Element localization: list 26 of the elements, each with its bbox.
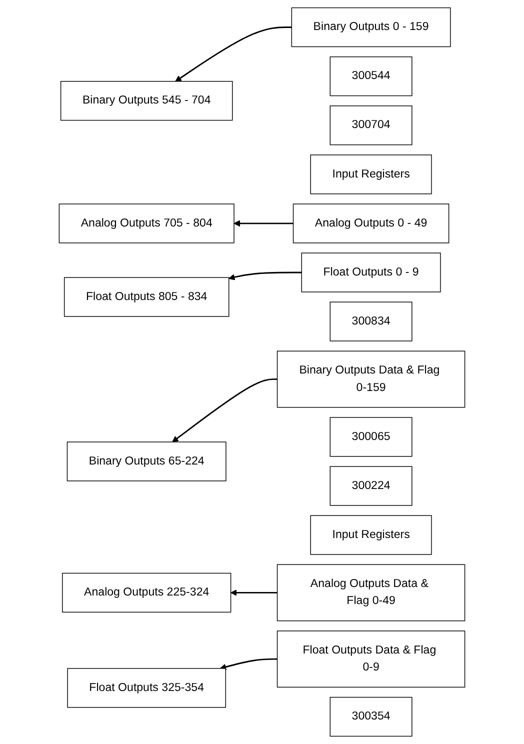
node-box: Analog Outputs 225-324 bbox=[62, 572, 232, 613]
node-box: 300354 bbox=[330, 696, 412, 737]
node-box: 300704 bbox=[330, 106, 412, 146]
node-box: Input Registers bbox=[310, 154, 432, 194]
node-box: Float Outputs 325-354 bbox=[67, 668, 226, 708]
node-box: Float Outputs 0 - 9 bbox=[301, 252, 441, 292]
node-box: 300834 bbox=[330, 302, 412, 342]
node-box: 300224 bbox=[330, 466, 412, 506]
node-box: Analog Outputs 0 - 49 bbox=[292, 204, 450, 244]
node-box: Binary Outputs 0 - 159 bbox=[291, 7, 451, 48]
node-box: Binary Outputs 65-224 bbox=[66, 442, 226, 482]
arrow bbox=[228, 272, 302, 280]
arrow bbox=[220, 658, 278, 670]
arrow bbox=[234, 220, 294, 227]
node-box: Float Outputs 805 - 834 bbox=[64, 277, 230, 317]
node-box: Float Outputs Data & Flag 0-9 bbox=[276, 630, 466, 688]
arrow bbox=[172, 378, 278, 442]
node-box: 300065 bbox=[330, 417, 412, 457]
node-box: Binary Outputs 545 - 704 bbox=[60, 80, 233, 121]
node-box: Analog Outputs 705 - 804 bbox=[58, 204, 234, 244]
node-box: Analog Outputs Data & Flag 0-49 bbox=[276, 564, 466, 622]
node-box: Input Registers bbox=[310, 515, 432, 555]
arrow bbox=[230, 590, 278, 596]
arrow bbox=[175, 26, 292, 82]
node-box: 300544 bbox=[330, 56, 412, 96]
node-box: Binary Outputs Data & Flag 0-159 bbox=[276, 350, 466, 408]
